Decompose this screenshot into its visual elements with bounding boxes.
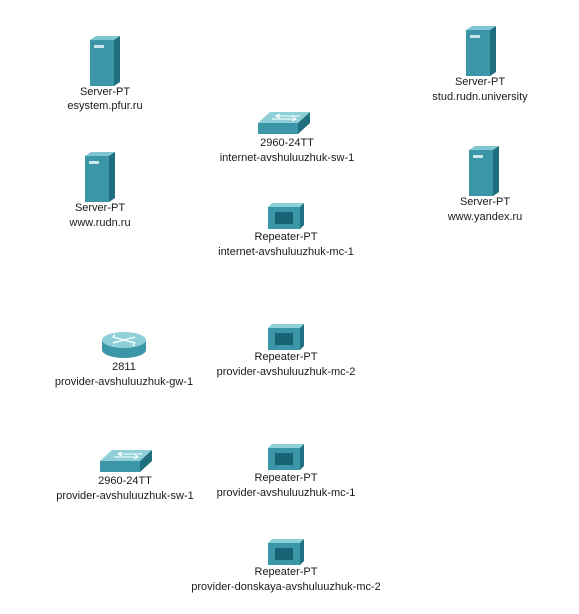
device-name-label: provider-avshuluuzhuk-mc-1	[216, 487, 356, 499]
repeater-icon	[268, 203, 304, 229]
switch-icon	[100, 450, 152, 472]
device-model-label: Server-PT	[79, 86, 131, 98]
device-model-label: Repeater-PT	[254, 231, 318, 243]
device-model-label: Server-PT	[454, 76, 506, 88]
device-name-label: provider-avshuluuzhuk-gw-1	[54, 376, 194, 388]
device-name-label: stud.rudn.university	[432, 91, 528, 103]
switch-icon	[258, 112, 310, 134]
device-model-label: Repeater-PT	[254, 472, 318, 484]
server-icon	[469, 146, 499, 196]
device-model-label: Repeater-PT	[254, 351, 318, 363]
device-model-label: 2811	[112, 361, 136, 373]
server-icon	[85, 152, 115, 202]
device-name-label: www.yandex.ru	[447, 211, 523, 223]
repeater-icon	[268, 444, 304, 470]
device-model-label: 2960-24TT	[260, 137, 314, 149]
device-name-label: www.rudn.ru	[69, 217, 131, 229]
router-icon	[102, 332, 146, 358]
repeater-icon	[268, 324, 304, 350]
device-model-label: Server-PT	[459, 196, 511, 208]
server-icon	[90, 36, 120, 86]
server-icon	[466, 26, 496, 76]
device-name-label: provider-avshuluuzhuk-mc-2	[216, 366, 356, 378]
device-name-label: internet-avshuluuzhuk-mc-1	[218, 246, 354, 258]
device-model-label: Server-PT	[74, 202, 126, 214]
device-model-label: Repeater-PT	[254, 566, 318, 578]
device-name-label: provider-avshuluuzhuk-sw-1	[56, 490, 194, 502]
repeater-icon	[268, 539, 304, 565]
device-name-label: esystem.pfur.ru	[67, 100, 143, 112]
device-name-label: internet-avshuluuzhuk-sw-1	[219, 152, 355, 164]
device-model-label: 2960-24TT	[98, 475, 152, 487]
device-name-label: provider-donskaya-avshuluuzhuk-mc-2	[191, 581, 381, 593]
